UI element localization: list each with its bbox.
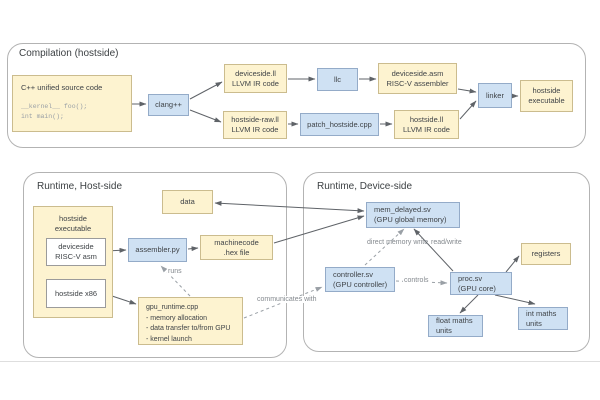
runtime-device-title: Runtime, Device-side: [317, 181, 413, 192]
node-hostside-x86: hostside x86: [46, 279, 106, 308]
node-registers: registers: [521, 243, 571, 265]
cpp-source-code: __kernel__ foo(); int main();: [21, 102, 88, 120]
edge-label-communicates-with: communicates with: [256, 296, 318, 303]
node-float-maths-units: float maths units: [428, 315, 483, 337]
node-hostside-executable-runtime: hostside executable deviceside RISC-V as…: [33, 206, 113, 318]
edge-label-runs: runs: [167, 268, 183, 275]
edge-label-controls: controls: [403, 277, 430, 284]
node-hostside-executable-output: hostside executable: [520, 80, 573, 112]
runtime-host-title: Runtime, Host-side: [37, 181, 123, 192]
node-deviceside-riscv-asm: deviceside RISC-V asm: [46, 238, 106, 266]
runtime-device-section: [303, 172, 590, 352]
node-linker: linker: [478, 83, 512, 108]
node-int-maths-units: int maths units: [518, 307, 568, 330]
node-assembler-py: assembler.py: [128, 238, 187, 262]
node-deviceside-ll: deviceside.ll LLVM IR code: [224, 64, 287, 93]
node-hostside-raw-ll: hostside-raw.ll LLVM IR code: [223, 111, 287, 139]
compilation-title: Compilation (hostside): [19, 48, 119, 59]
node-llc: llc: [317, 68, 358, 91]
node-proc-sv: proc.sv (GPU core): [450, 272, 512, 295]
node-controller-sv: controller.sv (GPU controller): [325, 267, 395, 292]
cpp-source-title: C++ unified source code: [21, 83, 103, 92]
compilation-section: [7, 43, 586, 148]
page-bottom-rule: [0, 361, 600, 362]
edge-label-read-write: read/write: [430, 239, 463, 246]
node-mem-delayed-sv: mem_delayed.sv (GPU global memory): [366, 202, 460, 228]
node-machinecode-hex: machinecode .hex file: [200, 235, 273, 260]
node-cpp-source: C++ unified source code __kernel__ foo()…: [12, 75, 132, 132]
node-patch-hostside: patch_hostside.cpp: [300, 113, 379, 136]
node-hostside-ll: hostside.ll LLVM IR code: [394, 110, 459, 139]
node-data: data: [162, 190, 213, 214]
edge-label-direct-memory-write: direct memory write: [367, 239, 429, 246]
node-gpu-runtime-cpp: gpu_runtime.cpp - memory allocation - da…: [138, 297, 243, 345]
runtime-host-section: [23, 172, 287, 358]
node-clang: clang++: [148, 94, 189, 116]
node-deviceside-asm: deviceside.asm RISC-V assembler: [378, 63, 457, 94]
